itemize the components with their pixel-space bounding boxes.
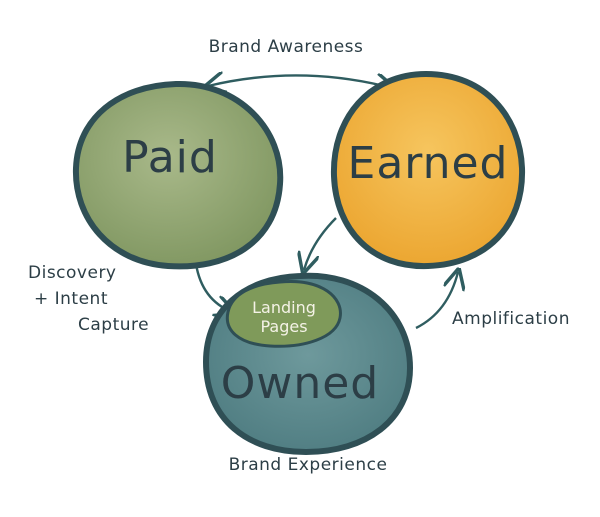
node-landing-label-line1: Landing [252,298,316,317]
arrow-paid-earned [208,75,392,88]
node-landing-label-line2: Pages [260,317,307,336]
node-landing-pages: Landing Pages [225,279,342,348]
node-paid-label: Paid [122,132,218,183]
node-owned-label: Owned [221,358,380,409]
edge-label-brand-experience: Brand Experience [229,455,388,475]
edge-label-discovery: Discovery [28,263,117,283]
node-paid: Paid [72,80,284,270]
arrow-earned-owned [304,217,337,270]
edge-label-amplification: Amplification [452,309,570,329]
edge-label-intent: + Intent [34,289,108,309]
node-earned-label: Earned [348,138,509,189]
edge-label-brand-awareness: Brand Awareness [209,37,364,57]
node-earned: Earned [330,70,526,270]
arrow-owned-earned [415,272,458,330]
edge-label-capture: Capture [78,315,149,335]
